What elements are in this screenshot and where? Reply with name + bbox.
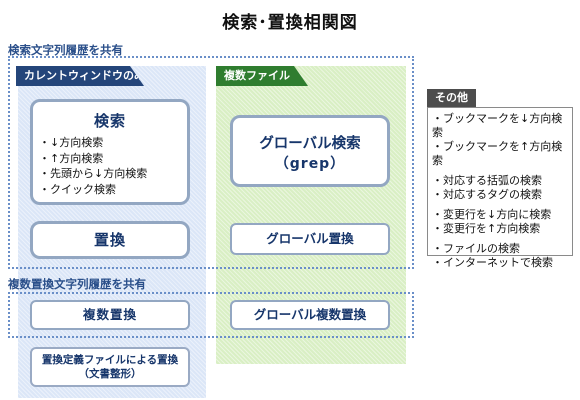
list-item: 対応するタグの検索 (432, 188, 572, 202)
multi-replace-box: 複数置換 (30, 300, 190, 330)
global-replace-title: グローバル置換 (266, 231, 354, 246)
other-group-bookmark: ブックマークを↓方向検索 ブックマークを↑方向検索 (432, 112, 572, 168)
list-item: ファイルの検索 (432, 242, 572, 256)
shared-replace-region (8, 292, 414, 338)
list-item: 変更行を↑方向検索 (432, 222, 572, 236)
definition-replace-title: 置換定義ファイルによる置換 (41, 354, 179, 366)
shared-replace-caption: 複数置換文字列履歴を共有 (8, 277, 146, 291)
list-item: クイック検索 (39, 182, 187, 198)
multi-file-header: 複数ファイル (216, 66, 308, 86)
global-multi-replace-box: グローバル複数置換 (230, 300, 390, 330)
list-item: ブックマークを↑方向検索 (432, 140, 572, 168)
search-box: 検索 ↓方向検索 ↑方向検索 先頭から↓方向検索 クイック検索 (30, 99, 190, 205)
list-item: 変更行を↓方向に検索 (432, 208, 572, 222)
other-group-changed-lines: 変更行を↓方向に検索 変更行を↑方向検索 (432, 208, 572, 236)
replace-box-title: 置換 (93, 231, 126, 249)
shared-search-caption: 検索文字列履歴を共有 (8, 43, 123, 57)
shared-search-region (8, 56, 414, 269)
search-box-title: 検索 (93, 112, 126, 130)
list-item: 対応する括弧の検索 (432, 174, 572, 188)
multi-replace-title: 複数置換 (82, 307, 137, 322)
replace-box: 置換 (30, 221, 190, 259)
global-search-subtitle: （grep） (274, 156, 346, 172)
list-item: 先頭から↓方向検索 (39, 166, 187, 182)
definition-replace-box: 置換定義ファイルによる置換 （文書整形） (30, 347, 190, 387)
global-search-box: グローバル検索 （grep） (230, 115, 390, 187)
list-item: ブックマークを↓方向検索 (432, 112, 572, 140)
global-multi-replace-title: グローバル複数置換 (253, 307, 367, 322)
search-box-list: ↓方向検索 ↑方向検索 先頭から↓方向検索 クイック検索 (33, 135, 187, 197)
list-item: インターネットで検索 (432, 256, 572, 270)
other-group-file: ファイルの検索 インターネットで検索 (432, 242, 572, 270)
global-search-title: グローバル検索 (259, 136, 361, 152)
diagram-title: 検索･置換相関図 (222, 13, 358, 33)
list-item: ↓方向検索 (39, 135, 187, 151)
list-item: ↑方向検索 (39, 151, 187, 167)
other-group-bracket: 対応する括弧の検索 対応するタグの検索 (432, 174, 572, 202)
global-replace-box: グローバル置換 (230, 223, 390, 255)
other-panel: ブックマークを↓方向検索 ブックマークを↑方向検索 対応する括弧の検索 対応する… (427, 107, 573, 269)
other-header: その他 (427, 89, 476, 107)
current-window-header: カレントウィンドウのみ (16, 66, 144, 86)
definition-replace-subtitle: （文書整形） (78, 368, 142, 380)
